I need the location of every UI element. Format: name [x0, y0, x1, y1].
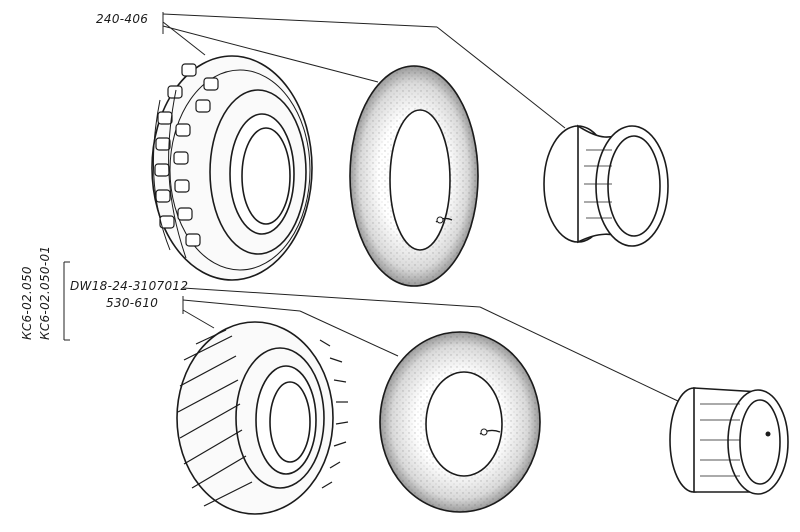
leader-lower-rim-2 [479, 306, 681, 403]
lower-rim [669, 387, 789, 495]
label-upper-tire-code: 240-406 [96, 12, 149, 26]
leader-upper-rim [162, 13, 438, 28]
leader-lower-tube [182, 299, 301, 312]
leader-lower-tire [182, 309, 215, 329]
lower-tube [379, 331, 541, 513]
leader-lower-tube-2 [299, 310, 399, 357]
leader-lines [63, 12, 681, 403]
leader-upper-tire [162, 21, 206, 56]
upper-rim [543, 124, 669, 247]
label-model-1: КС6-02.050 [20, 266, 34, 340]
leader-upper-rim-2 [436, 26, 566, 129]
label-lower-rim-code: DW18-24-3107012 [70, 279, 189, 293]
label-model-2: КС6-02.050-01 [38, 245, 52, 340]
upper-tire [151, 55, 313, 281]
leader-lower-rim [182, 287, 481, 308]
leader-upper-tube [162, 25, 379, 83]
lower-tire [176, 321, 349, 515]
upper-tube [349, 65, 479, 287]
label-lower-tire-code: 530-610 [106, 296, 159, 310]
